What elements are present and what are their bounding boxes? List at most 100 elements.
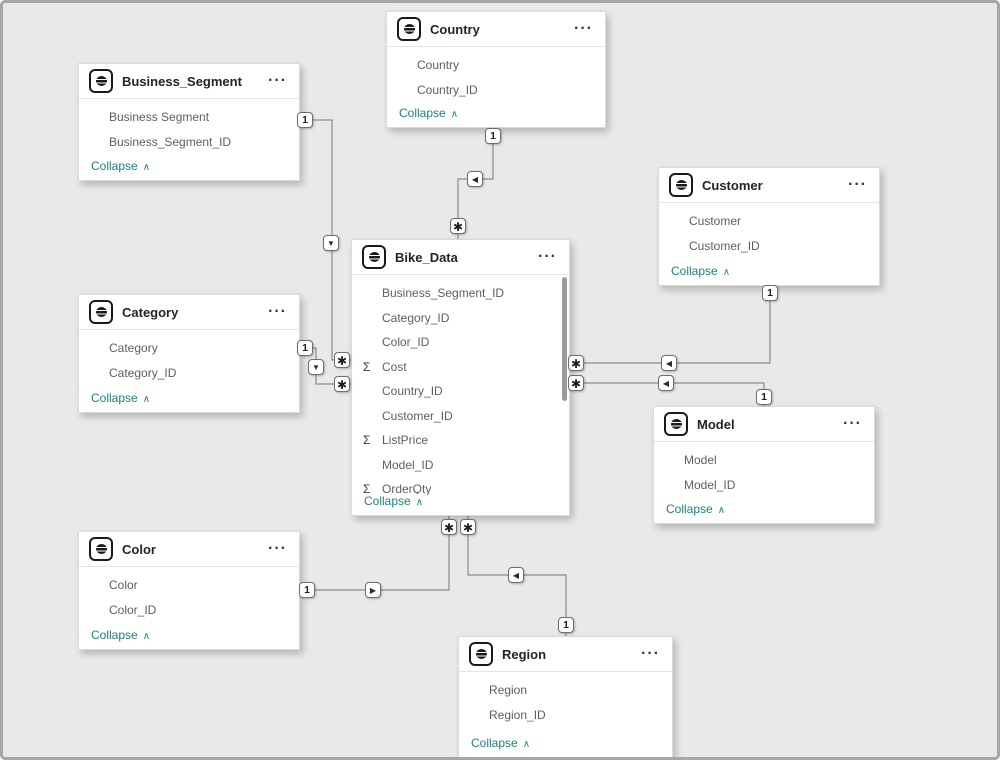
field-list: Business Segment Business_Segment_ID <box>79 99 299 154</box>
collapse-link[interactable]: Collapse∧ <box>91 159 155 173</box>
field-row[interactable]: Business Segment <box>79 105 299 130</box>
table-card-region[interactable]: Region ··· Region Region_ID Collapse∧ <box>458 636 673 757</box>
more-options-icon[interactable]: ··· <box>574 20 593 37</box>
table-card-business-segment[interactable]: Business_Segment ··· Business Segment Bu… <box>78 63 300 181</box>
collapse-link[interactable]: Collapse ∧ <box>671 264 735 278</box>
field-row[interactable]: Business_Segment_ID <box>79 130 299 155</box>
table-icon <box>89 537 113 561</box>
table-card-header[interactable]: Color ··· <box>79 532 299 567</box>
field-label: Category_ID <box>382 310 450 325</box>
field-row[interactable]: Category_ID <box>79 361 299 386</box>
more-options-icon[interactable]: ··· <box>268 303 287 320</box>
collapse-link[interactable]: Collapse∧ <box>91 628 155 642</box>
more-options-icon[interactable]: ··· <box>843 415 862 432</box>
collapse-label: Collapse <box>399 106 446 120</box>
field-row[interactable]: Category <box>79 336 299 361</box>
field-list: Model Model_ID <box>654 442 874 497</box>
field-row[interactable]: Model <box>654 448 874 473</box>
collapse-label: Collapse <box>91 391 138 405</box>
field-row[interactable]: Color_ID <box>79 598 299 623</box>
cardinality-marker-many: ✱ <box>334 352 350 368</box>
field-label: Color_ID <box>109 602 157 617</box>
field-row[interactable]: Customer_ID <box>352 404 569 429</box>
field-row[interactable]: Color_ID <box>352 330 569 355</box>
relationship-line-customer-to-bike-data[interactable] <box>570 286 771 364</box>
table-title: Color <box>122 541 156 557</box>
table-card-header[interactable]: Bike_Data ··· <box>352 240 569 275</box>
collapse-label: Collapse <box>364 494 411 508</box>
field-row[interactable]: Business_Segment_ID <box>352 281 569 306</box>
collapse-chevron-icon: ∧ <box>722 267 731 278</box>
field-label: Customer_ID <box>689 238 760 253</box>
table-card-header[interactable]: Category ··· <box>79 295 299 330</box>
table-card-header[interactable]: Region ··· <box>459 637 672 672</box>
field-label: Customer_ID <box>382 408 453 423</box>
more-options-icon[interactable]: ··· <box>848 176 867 193</box>
table-title: Region <box>502 646 547 662</box>
cardinality-marker-one: 1 <box>756 389 772 405</box>
collapse-link[interactable]: Collapse∧ <box>91 391 155 405</box>
more-options-icon[interactable]: ··· <box>641 645 660 662</box>
scrollbar-thumb[interactable] <box>562 277 567 401</box>
table-card-category[interactable]: Category ··· Category Category_ID Collap… <box>78 294 300 413</box>
cardinality-marker-one: 1 <box>299 582 315 598</box>
field-row[interactable]: Region <box>459 678 672 703</box>
table-card-color[interactable]: Color ··· Color Color_ID Collapse∧ <box>78 531 300 650</box>
relationship-line-color-to-bike-data[interactable] <box>300 516 450 591</box>
field-row[interactable]: Model_ID <box>352 453 569 478</box>
table-card-header[interactable]: Country ··· <box>387 12 605 47</box>
table-card-model[interactable]: Model ··· Model Model_ID Collapse∧ <box>653 406 875 524</box>
table-title: Country <box>430 21 480 37</box>
table-icon <box>89 300 113 324</box>
field-row[interactable]: Customer <box>659 209 879 234</box>
collapse-link[interactable]: Collapse∧ <box>471 736 535 750</box>
table-card-header[interactable]: Customer ··· <box>659 168 879 203</box>
table-icon-glyph <box>670 419 682 429</box>
field-row[interactable]: Category_ID <box>352 306 569 331</box>
field-row[interactable]: Customer_ID <box>659 234 879 259</box>
collapse-chevron-icon: ∧ <box>450 109 459 120</box>
field-label: Color <box>109 578 138 592</box>
field-list: Business_Segment_ID Category_ID Color_ID… <box>352 275 569 502</box>
field-list: Region Region_ID <box>459 672 672 727</box>
table-card-header[interactable]: Model ··· <box>654 407 874 442</box>
collapse-chevron-icon: ∧ <box>415 497 424 508</box>
collapse-link[interactable]: Collapse∧ <box>666 502 730 516</box>
table-card-country[interactable]: Country ··· Country Country_ID Collapse ∧ <box>386 11 606 128</box>
table-card-customer[interactable]: Customer ··· Customer Customer_ID Collap… <box>658 167 880 286</box>
collapse-link[interactable]: Collapse ∧ <box>364 494 428 508</box>
collapse-chevron-icon: ∧ <box>142 162 151 173</box>
field-row[interactable]: Country_ID <box>352 379 569 404</box>
cardinality-marker-one: 1 <box>297 112 313 128</box>
more-options-icon[interactable]: ··· <box>268 72 287 89</box>
table-title: Business_Segment <box>122 73 242 89</box>
cardinality-marker-many: ✱ <box>568 375 584 391</box>
field-row[interactable]: Model_ID <box>654 473 874 498</box>
field-label: Color_ID <box>382 335 430 349</box>
cardinality-marker-one: 1 <box>558 617 574 633</box>
table-card-header[interactable]: Business_Segment ··· <box>79 64 299 99</box>
table-card-bike-data[interactable]: Bike_Data ··· Business_Segment_ID Catego… <box>351 239 570 516</box>
cardinality-marker-one: 1 <box>485 128 501 144</box>
field-label: Country_ID <box>417 82 478 97</box>
table-icon-glyph <box>95 544 107 554</box>
field-row[interactable]: Country <box>387 53 605 78</box>
more-options-icon[interactable]: ··· <box>538 248 557 265</box>
field-row[interactable]: Color <box>79 573 299 598</box>
more-options-icon[interactable]: ··· <box>268 540 287 557</box>
field-label: Business Segment <box>109 110 210 124</box>
collapse-label: Collapse <box>671 264 718 278</box>
field-row[interactable]: Region_ID <box>459 703 672 728</box>
table-icon-glyph <box>675 180 687 190</box>
collapse-link[interactable]: Collapse ∧ <box>399 106 463 120</box>
table-icon-glyph <box>95 307 107 317</box>
field-row[interactable]: Country_ID <box>387 78 605 103</box>
cardinality-marker-many: ✱ <box>460 519 476 535</box>
cardinality-marker-arrow-right: ▶ <box>365 582 381 598</box>
table-icon-glyph <box>368 252 380 262</box>
table-icon-glyph <box>403 24 415 34</box>
